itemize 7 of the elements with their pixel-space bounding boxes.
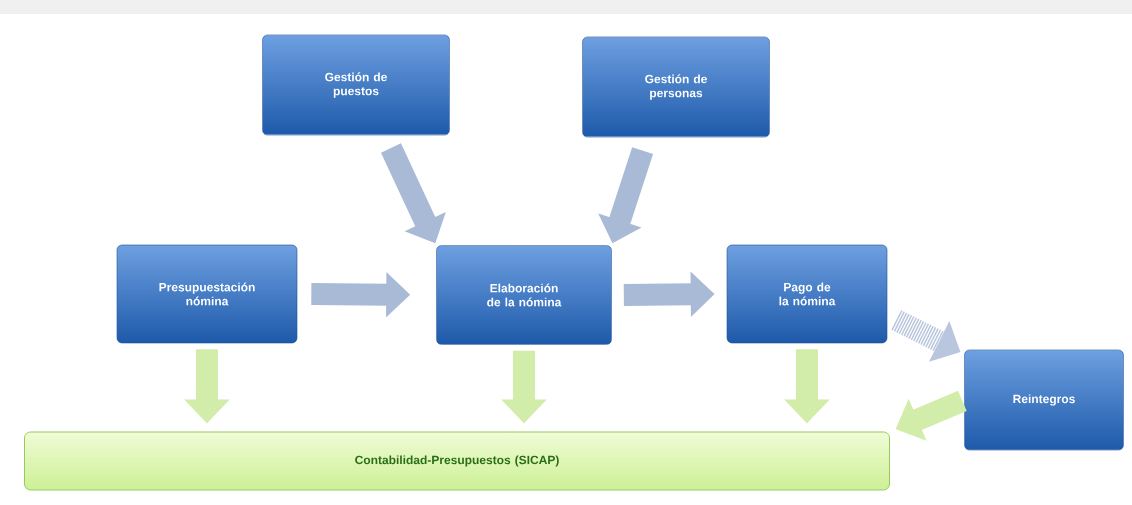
process-box: Gestión de puestos xyxy=(262,34,450,136)
process-band: Contabilidad-Presupuestos (SICAP) xyxy=(24,431,890,491)
process-box: Gestión de personas xyxy=(582,36,770,138)
process-box: Presupuestación nómina xyxy=(116,244,298,344)
process-box: Reintegros xyxy=(964,349,1124,451)
process-box: Pago de la nómina xyxy=(726,244,888,344)
process-box: Elaboración de la nómina xyxy=(436,245,612,345)
